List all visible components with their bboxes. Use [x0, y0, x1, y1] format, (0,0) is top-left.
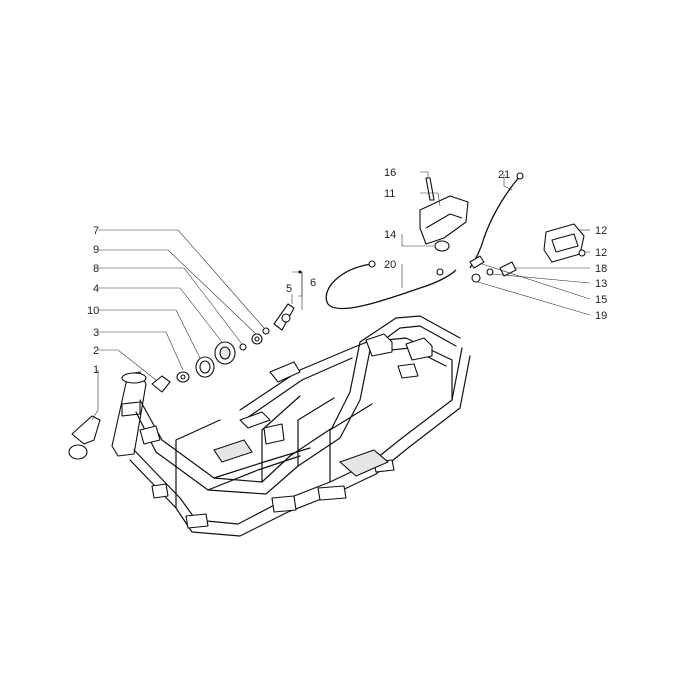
callout-12a: 12 — [595, 225, 607, 237]
callout-21: 21 — [498, 169, 510, 181]
part-11-bracket — [419, 195, 469, 245]
part-12-lock — [543, 223, 586, 263]
part-3-clip — [176, 371, 190, 383]
part-20-cable — [325, 260, 457, 310]
part-14-bushing — [434, 240, 450, 252]
part-16-bolt — [425, 177, 435, 201]
callout-19: 19 — [595, 310, 607, 322]
callout-13: 13 — [595, 278, 607, 290]
callout-20: 20 — [384, 259, 396, 271]
part-7-nut — [262, 327, 270, 335]
part-9-washer — [251, 333, 263, 345]
callout-9: 9 — [93, 244, 99, 256]
callout-1: 1 — [93, 364, 99, 376]
part-1-boot — [68, 415, 101, 460]
part-15-pin — [469, 255, 485, 269]
scooter-frame — [111, 315, 471, 537]
part-8-washer — [239, 343, 247, 351]
callout-10: 10 — [87, 305, 99, 317]
part-4-bearing — [214, 341, 236, 365]
callout-7: 7 — [93, 225, 99, 237]
callout-18: 18 — [595, 263, 607, 275]
part-6-bracket-line — [298, 271, 303, 297]
part-10-ring — [195, 356, 215, 378]
callout-12b: 12 — [595, 247, 607, 259]
part-19-bracket — [471, 273, 481, 283]
callout-5: 5 — [286, 283, 292, 295]
part-13-washer — [486, 268, 494, 276]
callout-15: 15 — [595, 294, 607, 306]
callout-14: 14 — [384, 229, 396, 241]
part-21-cable — [469, 172, 524, 269]
callout-labels: 1 2 3 4 5 6 7 8 9 10 11 12 12 13 14 15 1… — [87, 167, 607, 376]
part-18-spring — [499, 261, 517, 277]
callout-2: 2 — [93, 345, 99, 357]
callout-16: 16 — [384, 167, 396, 179]
callout-3: 3 — [93, 327, 99, 339]
callout-6: 6 — [310, 277, 316, 289]
part-2-bushing — [151, 375, 171, 393]
callout-8: 8 — [93, 263, 99, 275]
callout-4: 4 — [93, 283, 99, 295]
callout-11: 11 — [384, 188, 395, 200]
part-5-screw — [273, 303, 295, 331]
head-tube-top — [121, 372, 147, 384]
